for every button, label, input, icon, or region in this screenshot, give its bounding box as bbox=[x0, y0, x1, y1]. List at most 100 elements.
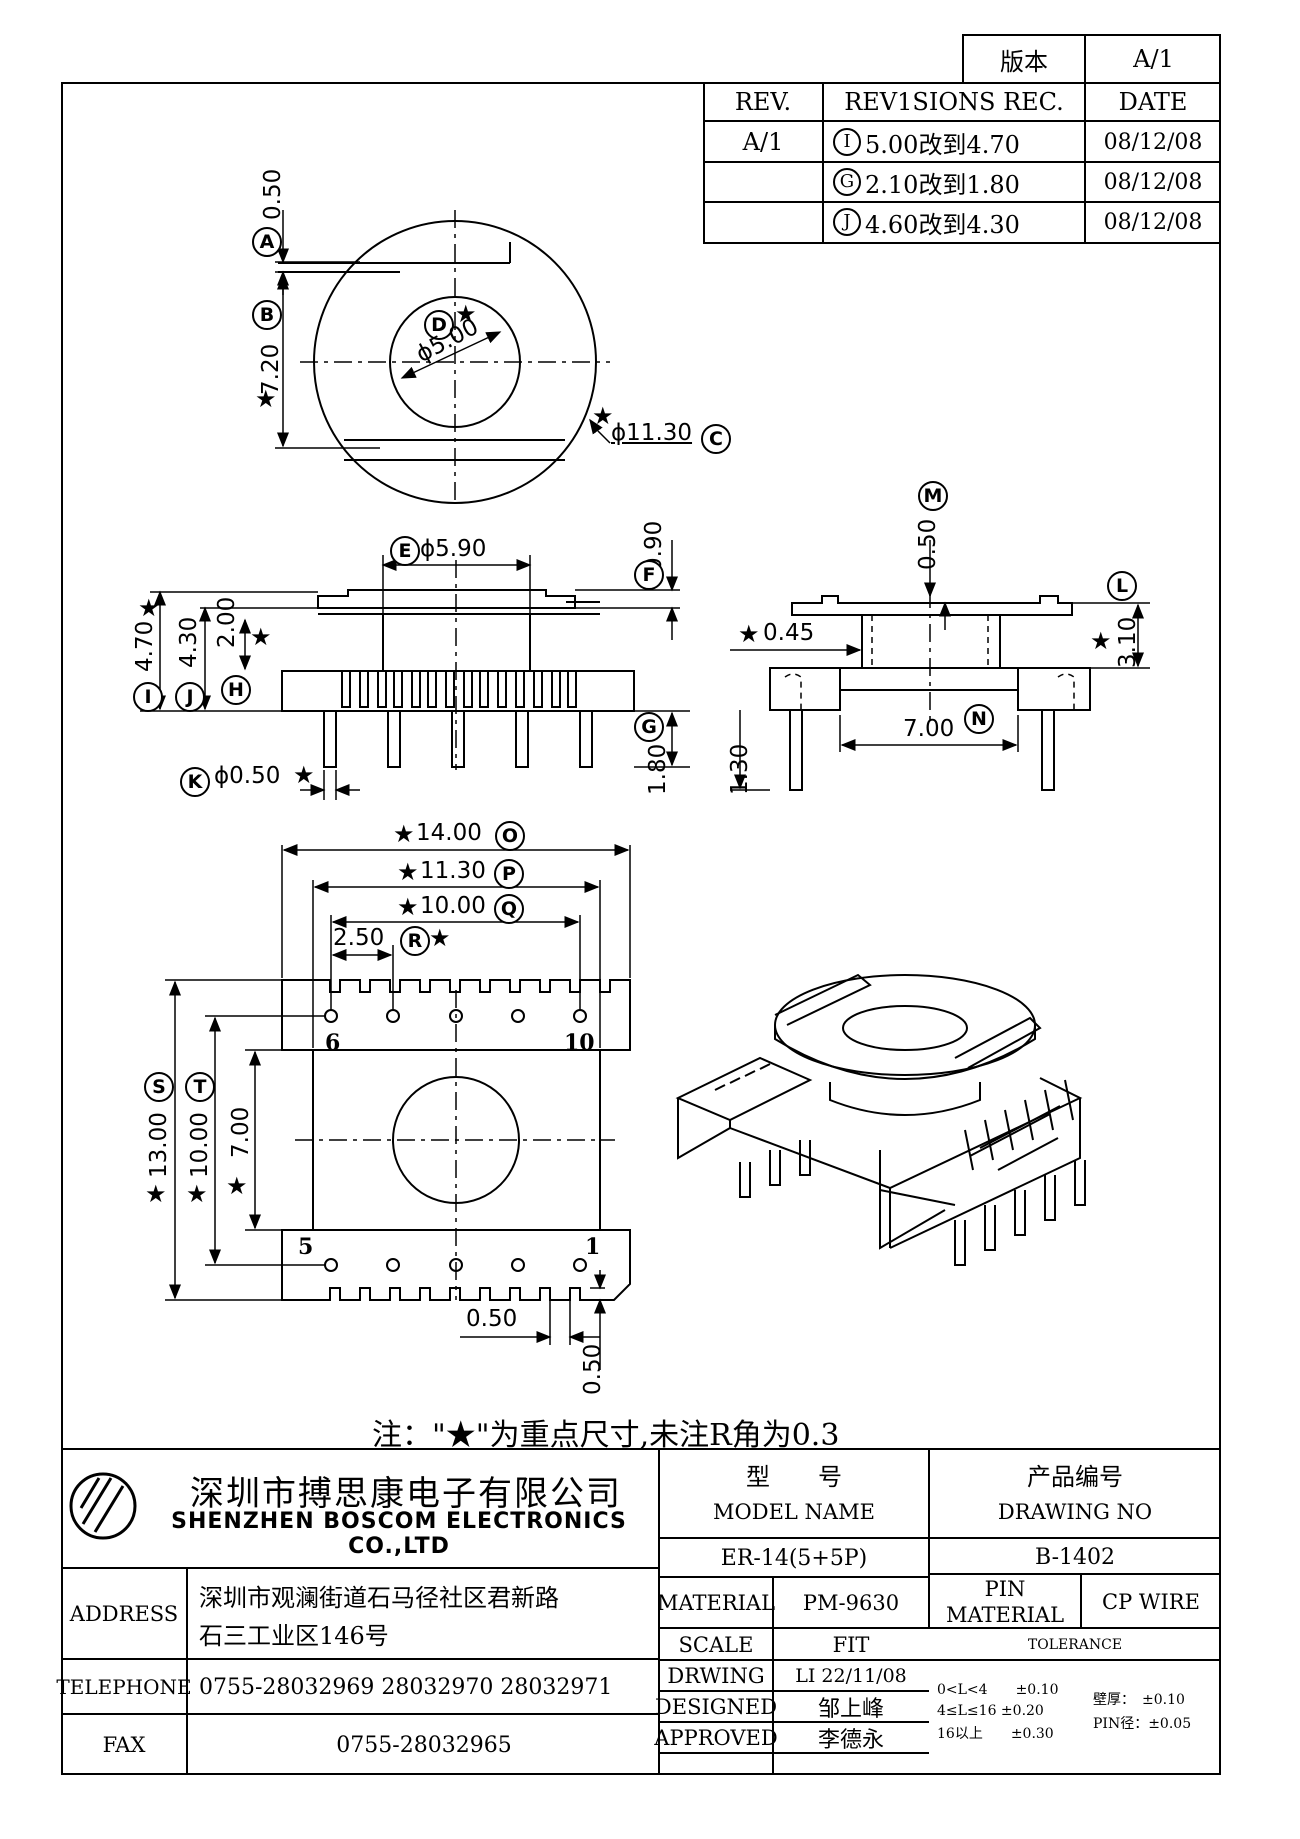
telephone-value: 0755-28032969 28032970 28032971 bbox=[199, 1674, 613, 1700]
key-dimension-star-icon: ★ bbox=[397, 893, 419, 921]
pin-material-value: CP WIRE bbox=[1102, 1590, 1200, 1614]
dim-P-value: 11.30 bbox=[420, 858, 486, 884]
drawing-no-en: DRAWING NO bbox=[997, 1500, 1153, 1524]
approved-by-label: APPROVED bbox=[654, 1726, 778, 1750]
approved-by-value: 李德永 bbox=[817, 1728, 884, 1753]
material-value: PM-9630 bbox=[802, 1591, 900, 1615]
tolerance-range-1: 0<L<4 ±0.10 bbox=[937, 1682, 1059, 1698]
boscom-logo-icon bbox=[69, 1472, 137, 1540]
dim-J-value: 4.30 bbox=[176, 616, 202, 668]
company-name-cn: 深圳市搏思康电子有限公司 bbox=[190, 1474, 622, 1514]
key-dimension-star-icon: ★ bbox=[138, 594, 160, 622]
fax-value: 0755-28032965 bbox=[336, 1732, 512, 1758]
circled-letter-C-icon: C bbox=[701, 424, 731, 454]
dim-050b-value: 0.50 bbox=[580, 1343, 606, 1395]
key-dimension-star-icon: ★ bbox=[250, 623, 272, 651]
circled-letter-N-icon: N bbox=[964, 704, 994, 734]
drawing-note: 注："★"为重点尺寸,未注R角为0.3 bbox=[372, 1418, 840, 1453]
rev-row-1-text: I 5.00改到4.70 bbox=[823, 122, 1085, 162]
key-dimension-star-icon: ★ bbox=[293, 761, 315, 789]
drawn-by-value: LI 22/11/08 bbox=[795, 1665, 907, 1687]
version-box: 版本 A/1 bbox=[962, 34, 1221, 82]
circled-letter-F-icon: F bbox=[634, 560, 664, 590]
date-header: DATE bbox=[1118, 88, 1188, 116]
circled-letter-T-icon: T bbox=[185, 1072, 215, 1102]
dim-S-value: 13.00 bbox=[146, 1112, 172, 1178]
dim-I-value: 4.70 bbox=[132, 620, 158, 672]
rev-row-2-text: G 2.10改到1.80 bbox=[823, 162, 1085, 202]
key-dimension-star-icon: ★ bbox=[1090, 627, 1112, 655]
bottom-view bbox=[165, 844, 631, 1370]
model-name-en: MODEL NAME bbox=[713, 1500, 875, 1524]
address-line-1: 深圳市观澜街道石马径社区君新路 bbox=[199, 1583, 559, 1612]
title-block: 深圳市搏思康电子有限公司 SHENZHEN BOSCOM ELECTRONICS… bbox=[56, 1448, 1221, 1775]
model-name-cn: 型 号 bbox=[746, 1462, 842, 1491]
pin-label-1: 1 bbox=[585, 1234, 601, 1260]
address-line-2: 石三工业区146号 bbox=[199, 1621, 389, 1650]
top-view bbox=[275, 210, 611, 505]
revision-table: REV. REV1SIONS REC. DATE A/1 I 5.00改到4.7… bbox=[703, 82, 1221, 244]
drawing-no-cn: 产品编号 bbox=[1027, 1462, 1123, 1491]
designed-by-value: 邹上峰 bbox=[817, 1697, 884, 1722]
rev-row-1-desc: 5.00改到4.70 bbox=[865, 130, 1020, 159]
dim-Q-value: 10.00 bbox=[420, 893, 486, 919]
rev-row-3-text: J 4.60改到4.30 bbox=[823, 202, 1085, 242]
key-dimension-star-icon: ★ bbox=[186, 1180, 208, 1208]
circled-letter-I-icon: I bbox=[833, 128, 861, 156]
title-block-grid bbox=[61, 1448, 1221, 1775]
rev-row-3-date: 08/12/08 bbox=[1103, 209, 1203, 235]
circled-letter-G-icon: G bbox=[833, 168, 861, 196]
drawing-no-value: B-1402 bbox=[1035, 1544, 1115, 1570]
pin-material-label-2: MATERIAL bbox=[945, 1603, 1065, 1627]
version-value: A/1 bbox=[1133, 45, 1174, 73]
circled-letter-E-icon: E bbox=[390, 536, 420, 566]
wall-thickness-tolerance: 壁厚： ±0.10 bbox=[1093, 1692, 1185, 1708]
circled-letter-G-icon: G bbox=[634, 712, 664, 742]
dim-C-value: ϕ11.30 bbox=[611, 420, 693, 446]
circled-letter-A-icon: A bbox=[252, 227, 282, 257]
circled-letter-S-icon: S bbox=[144, 1072, 174, 1102]
circled-letter-H-icon: H bbox=[221, 675, 251, 705]
isometric-view bbox=[675, 973, 1086, 1266]
model-name-value: ER-14(5+5P) bbox=[720, 1545, 868, 1571]
rev-row-3-desc: 4.60改到4.30 bbox=[865, 210, 1020, 239]
rev-row-2-date: 08/12/08 bbox=[1103, 169, 1203, 195]
dim-R-value: 2.50 bbox=[333, 925, 385, 951]
drawn-by-label: DRWING bbox=[667, 1664, 765, 1688]
rev-rec-header: REV1SIONS REC. bbox=[844, 88, 1064, 116]
dim-G-value: 1.80 bbox=[645, 743, 671, 795]
tolerance-range-2: 4≤L≤16 ±0.20 bbox=[937, 1703, 1044, 1719]
tolerance-label: TOLERANCE bbox=[1027, 1636, 1123, 1653]
dim-A-value: 0.50 bbox=[260, 168, 286, 220]
designed-by-label: DESIGNED bbox=[654, 1695, 778, 1719]
drawing-frame bbox=[61, 82, 1221, 1775]
dim-L-value: 3.10 bbox=[1115, 616, 1141, 668]
telephone-label: TELEPHONE bbox=[56, 1675, 192, 1699]
dim-700-value: 7.00 bbox=[228, 1106, 254, 1158]
dim-045-value: 0.45 bbox=[763, 620, 815, 646]
key-dimension-star-icon: ★ bbox=[592, 402, 614, 430]
circled-letter-M-icon: M bbox=[918, 481, 948, 511]
circled-letter-L-icon: L bbox=[1107, 571, 1137, 601]
revision-table-grid bbox=[703, 82, 1221, 244]
tolerance-range-3: 16以上 ±0.30 bbox=[937, 1726, 1054, 1742]
pin-material-label-1: PIN bbox=[984, 1577, 1026, 1601]
version-label: 版本 bbox=[964, 36, 1086, 82]
key-dimension-star-icon: ★ bbox=[393, 820, 415, 848]
dim-H-value: 2.00 bbox=[214, 596, 240, 648]
dim-M-value: 0.50 bbox=[915, 518, 941, 570]
circled-letter-Q-icon: Q bbox=[494, 894, 524, 924]
circled-letter-P-icon: P bbox=[494, 859, 524, 889]
material-label: MATERIAL bbox=[656, 1591, 776, 1615]
key-dimension-star-icon: ★ bbox=[455, 300, 477, 328]
key-dimension-star-icon: ★ bbox=[145, 1180, 167, 1208]
circled-letter-J-icon: J bbox=[175, 682, 205, 712]
rev-row-1-date: 08/12/08 bbox=[1103, 129, 1203, 155]
scale-value: FIT bbox=[832, 1632, 870, 1657]
pin-label-5: 5 bbox=[298, 1234, 314, 1260]
circled-letter-O-icon: O bbox=[495, 821, 525, 851]
circled-letter-J-icon: J bbox=[833, 208, 861, 236]
circled-letter-K-icon: K bbox=[180, 767, 210, 797]
key-dimension-star-icon: ★ bbox=[429, 924, 451, 952]
